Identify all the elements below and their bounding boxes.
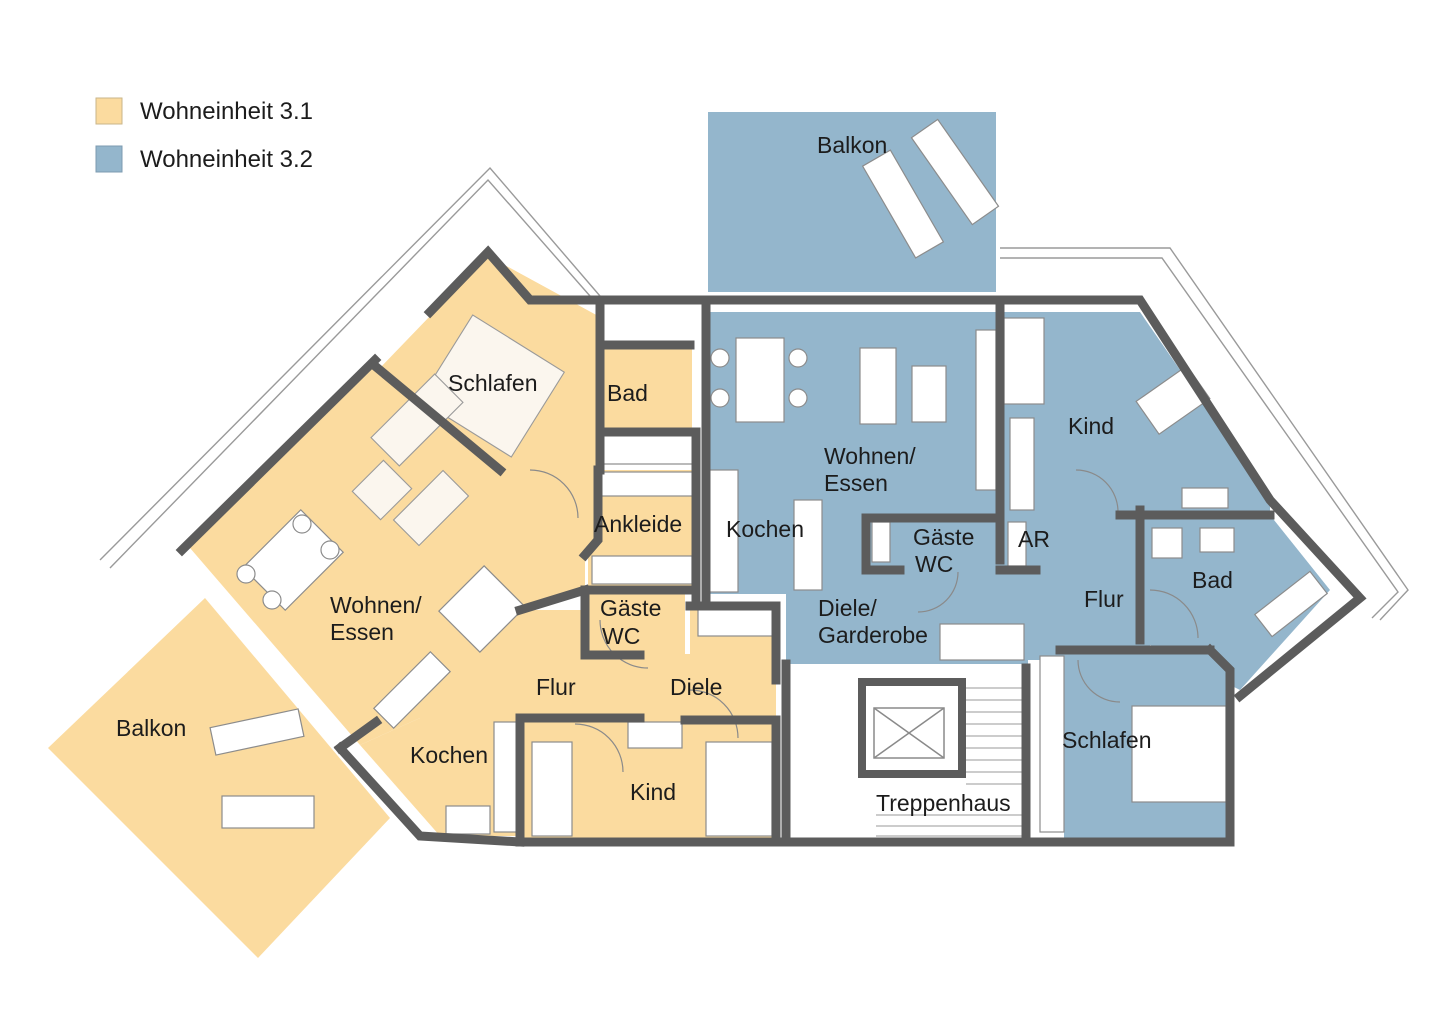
label-diele-3-1: Diele <box>670 674 722 700</box>
stair-treads <box>876 687 1024 837</box>
label-kochen-3-1: Kochen <box>410 742 488 768</box>
dining-table-3-1 <box>241 508 345 612</box>
door-swings <box>529 469 1199 773</box>
treppenhaus-floor <box>786 664 1028 840</box>
elevator-shaft <box>858 678 966 778</box>
label-kind-3-2: Kind <box>1068 413 1114 439</box>
label-ankleide-3-1: Ankleide <box>594 511 682 537</box>
labels-unit-3-2: Balkon Wohnen/ Essen Kochen Gäste WC AR … <box>726 132 1233 753</box>
door-swing-4 <box>917 571 959 613</box>
label-balkon-3-2: Balkon <box>817 132 887 158</box>
sofa-3-2 <box>859 347 897 425</box>
label-schlafen-3-2: Schlafen <box>1062 727 1152 753</box>
sideboard-3-2 <box>975 329 997 491</box>
label-wohnen-3-1-line1: Wohnen/ <box>330 592 422 618</box>
bathtub-bad-3-2 <box>1253 570 1329 638</box>
label-gaeste-3-1-line1: Gäste <box>600 595 661 621</box>
desk-kind-3-1 <box>531 741 573 837</box>
kitchen-island-3-2 <box>793 499 823 591</box>
chair-3-1-b <box>320 540 340 560</box>
chair-3-2-c <box>788 348 808 368</box>
kitchen-island-3-1 <box>372 650 452 730</box>
balkon-3-1-floor <box>48 598 390 958</box>
label-wohnen-3-1-line2: Essen <box>330 619 394 645</box>
legend-swatch-unit-3-1 <box>95 97 123 125</box>
door-swing-7 <box>1077 659 1121 703</box>
label-balkon-3-1: Balkon <box>116 715 186 741</box>
treppenhaus-area <box>786 664 1028 840</box>
kitchen-counter-3-2 <box>707 469 739 593</box>
label-wohnen-3-2-line2: Essen <box>824 470 888 496</box>
label-diele-3-2-line1: Diele/ <box>818 595 877 621</box>
lounger-3-1-a <box>209 708 305 756</box>
label-ar-3-2: AR <box>1018 526 1050 552</box>
label-flur-3-1: Flur <box>536 674 576 700</box>
label-treppenhaus: Treppenhaus <box>876 790 1011 816</box>
chair-3-1-c <box>236 564 256 584</box>
wardrobe-schlafen-3-2 <box>1039 655 1065 833</box>
shelf-kind-3-1 <box>627 721 683 749</box>
garderobe-bench-3-2 <box>939 623 1025 661</box>
door-swing-6 <box>1149 589 1199 639</box>
dining-table-3-2 <box>735 337 785 423</box>
sink-bad-3-2-b <box>1199 527 1235 553</box>
sink-kochen-3-1 <box>445 805 491 835</box>
stairs-3-1 <box>438 565 526 653</box>
shelf-kind-3-2 <box>1181 487 1229 509</box>
label-flur-3-2: Flur <box>1084 586 1124 612</box>
bed-schlafen-3-1 <box>418 314 566 458</box>
bathtub-3-1 <box>599 431 695 465</box>
wardrobe-kind-3-2 <box>1009 417 1035 511</box>
lounger-3-1-b <box>221 795 315 829</box>
bad-3-1-floor <box>602 345 692 430</box>
sofa-3-1-b <box>392 469 470 547</box>
elevator-cross-2 <box>873 707 945 759</box>
furniture <box>209 118 1329 837</box>
label-bad-3-2: Bad <box>1192 567 1233 593</box>
lounger-3-2-a <box>861 149 945 259</box>
chair-3-2-b <box>710 388 730 408</box>
legend-label-unit-3-2: Wohneinheit 3.2 <box>140 146 313 173</box>
elevator-car <box>873 707 945 759</box>
coffee-table-3-1 <box>351 459 413 521</box>
sofa-3-1 <box>370 373 464 467</box>
label-gaeste-3-1-line2: WC <box>602 623 640 649</box>
door-swing-8 <box>529 469 579 519</box>
chair-3-1-a <box>292 514 312 534</box>
door-swing-5 <box>1075 469 1119 513</box>
legend-swatch-unit-3-2 <box>95 145 123 173</box>
label-kochen-3-2: Kochen <box>726 516 804 542</box>
bed-schlafen-3-2 <box>1131 705 1227 803</box>
lounger-3-2-b <box>910 118 1000 226</box>
bed-kind-3-2 <box>1003 317 1045 405</box>
bed-kind-3-1 <box>705 741 773 837</box>
wardrobe-3-1-a <box>595 471 695 497</box>
sink-bad-3-2-a <box>1151 527 1183 559</box>
label-kind-3-1: Kind <box>630 779 676 805</box>
label-gaeste-3-2-line2: WC <box>915 551 953 577</box>
chair-3-2-d <box>788 388 808 408</box>
legend-label-unit-3-1: Wohneinheit 3.1 <box>140 98 313 125</box>
coffee-table-3-2 <box>911 365 947 423</box>
labels-unit-3-1: Schlafen Bad Ankleide Wohnen/ Essen Gäst… <box>116 370 722 805</box>
door-swing-2 <box>689 689 739 739</box>
label-wohnen-3-2-line1: Wohnen/ <box>824 443 916 469</box>
chair-3-1-d <box>262 590 282 610</box>
label-diele-3-2-line2: Garderobe <box>818 622 928 648</box>
walls <box>175 245 1367 847</box>
legend: Wohneinheit 3.1 Wohneinheit 3.2 <box>95 97 313 173</box>
door-swing-3 <box>574 723 624 773</box>
chair-3-2-a <box>710 348 730 368</box>
label-bad-3-1: Bad <box>607 380 648 406</box>
label-schlafen-3-1: Schlafen <box>448 370 538 396</box>
terrace-outline <box>99 166 1409 621</box>
kind-3-2-floor <box>1002 312 1270 545</box>
gaeste-wc-3-1-floor <box>585 592 685 654</box>
wardrobe-3-1-b <box>591 555 693 585</box>
wc-3-2 <box>871 521 891 563</box>
label-gaeste-3-2-line1: Gäste <box>913 524 974 550</box>
